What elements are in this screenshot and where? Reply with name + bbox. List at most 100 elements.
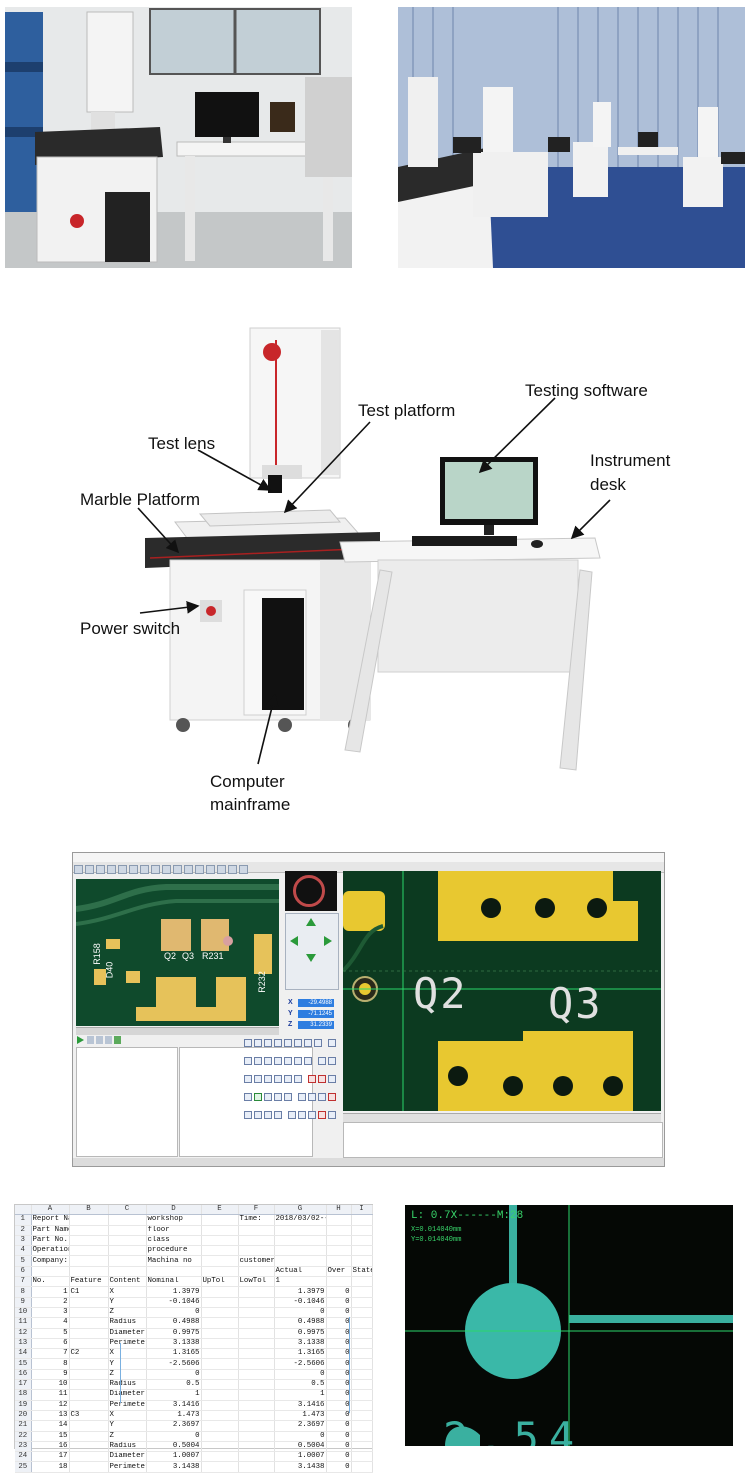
table-cell[interactable]: Machina no: [146, 1255, 202, 1267]
table-cell[interactable]: [201, 1255, 239, 1267]
tool-confirm[interactable]: [254, 1093, 262, 1101]
table-cell[interactable]: [238, 1235, 275, 1247]
table-cell[interactable]: 0: [326, 1431, 352, 1442]
table-cell[interactable]: 0: [326, 1307, 352, 1319]
table-cell[interactable]: [69, 1255, 109, 1267]
table-cell[interactable]: [201, 1235, 239, 1247]
table-cell[interactable]: 17: [31, 1451, 70, 1463]
table-cell[interactable]: [69, 1214, 109, 1226]
play-icon[interactable]: [77, 1036, 84, 1044]
table-cell[interactable]: [69, 1328, 109, 1339]
table-cell[interactable]: Actual: [274, 1266, 327, 1278]
table-cell[interactable]: 0: [274, 1431, 327, 1442]
table-cell[interactable]: [108, 1214, 147, 1226]
table-cell[interactable]: [238, 1307, 275, 1319]
table-cell[interactable]: [351, 1276, 373, 1288]
table-cell[interactable]: [351, 1255, 373, 1267]
toolbar-button[interactable]: [173, 865, 182, 874]
table-cell[interactable]: Company:: [31, 1255, 70, 1267]
table-cell[interactable]: 3.1438: [274, 1461, 327, 1473]
table-cell[interactable]: [69, 1400, 109, 1411]
table-cell[interactable]: 0: [326, 1379, 352, 1391]
table-cell[interactable]: 11: [31, 1389, 70, 1401]
table-cell[interactable]: Nominal: [146, 1276, 202, 1288]
tool-perpendicular[interactable]: [294, 1057, 302, 1065]
arrow-up-icon[interactable]: [306, 918, 316, 926]
column-header[interactable]: E: [201, 1205, 239, 1216]
tool-stop[interactable]: [328, 1093, 337, 1101]
table-cell[interactable]: [69, 1297, 109, 1308]
table-cell[interactable]: 1: [274, 1276, 327, 1288]
toolbar-button[interactable]: [239, 865, 248, 874]
program-detail-panel[interactable]: [179, 1047, 313, 1157]
table-cell[interactable]: [238, 1317, 275, 1329]
tool-focus[interactable]: [284, 1075, 292, 1083]
toolbar-button[interactable]: [162, 865, 171, 874]
arrow-down-icon[interactable]: [306, 954, 316, 962]
table-cell[interactable]: [201, 1317, 239, 1329]
table-cell[interactable]: X: [108, 1410, 147, 1422]
table-cell[interactable]: Y: [108, 1358, 147, 1370]
table-cell[interactable]: C3: [69, 1410, 109, 1422]
table-cell[interactable]: [238, 1441, 275, 1453]
tool-layer[interactable]: [264, 1111, 272, 1119]
table-cell[interactable]: [201, 1338, 239, 1350]
table-cell[interactable]: [108, 1225, 147, 1236]
table-cell[interactable]: 14: [31, 1420, 70, 1432]
toolbar-button[interactable]: [85, 865, 94, 874]
table-cell[interactable]: [201, 1461, 239, 1473]
tool-measure[interactable]: [264, 1075, 272, 1083]
table-cell[interactable]: 1.3165: [146, 1348, 202, 1360]
table-cell[interactable]: 0: [274, 1307, 327, 1319]
table-cell[interactable]: [201, 1389, 239, 1401]
table-cell[interactable]: [201, 1266, 239, 1278]
tool-curve[interactable]: [244, 1057, 252, 1065]
step-button[interactable]: [87, 1036, 94, 1044]
tool-circle[interactable]: [264, 1039, 272, 1047]
tool-align[interactable]: [308, 1093, 317, 1101]
table-cell[interactable]: [69, 1317, 109, 1329]
table-cell[interactable]: [351, 1410, 373, 1422]
table-cell[interactable]: [201, 1358, 239, 1370]
table-cell[interactable]: [69, 1389, 109, 1401]
toolbar-button[interactable]: [129, 865, 138, 874]
table-cell[interactable]: [351, 1225, 373, 1236]
table-cell[interactable]: [274, 1255, 327, 1267]
arrow-right-icon[interactable]: [324, 936, 332, 946]
table-cell[interactable]: Radius: [108, 1317, 147, 1329]
table-cell[interactable]: [201, 1348, 239, 1360]
table-cell[interactable]: [351, 1307, 373, 1319]
toolbar-button[interactable]: [107, 865, 116, 874]
tool-light[interactable]: [294, 1075, 302, 1083]
table-cell[interactable]: Diameter: [108, 1451, 147, 1463]
toolbar-button[interactable]: [151, 865, 160, 874]
tool-record[interactable]: [318, 1111, 327, 1119]
table-cell[interactable]: 0.4988: [146, 1317, 202, 1329]
tool-origin[interactable]: [298, 1093, 307, 1101]
table-cell[interactable]: 0: [326, 1328, 352, 1339]
table-cell[interactable]: [238, 1297, 275, 1308]
table-cell[interactable]: [238, 1338, 275, 1350]
table-cell[interactable]: Part Name:: [31, 1225, 70, 1236]
table-cell[interactable]: 0: [326, 1348, 352, 1360]
tool-copy[interactable]: [328, 1075, 337, 1083]
table-cell[interactable]: [108, 1245, 147, 1257]
tool-arc[interactable]: [274, 1039, 282, 1047]
table-cell[interactable]: Diameter: [108, 1328, 147, 1339]
table-cell[interactable]: 1.0007: [146, 1451, 202, 1463]
table-cell[interactable]: [274, 1235, 327, 1247]
table-cell[interactable]: X: [108, 1348, 147, 1360]
table-cell[interactable]: Z: [108, 1307, 147, 1319]
table-cell[interactable]: 8: [31, 1358, 70, 1370]
table-cell[interactable]: [351, 1214, 373, 1226]
table-cell[interactable]: [351, 1379, 373, 1391]
table-cell[interactable]: class: [146, 1235, 202, 1247]
tool-move[interactable]: [244, 1093, 252, 1101]
table-cell[interactable]: [238, 1389, 275, 1401]
table-cell[interactable]: [146, 1266, 202, 1278]
tool-snap[interactable]: [254, 1111, 262, 1119]
table-cell[interactable]: 3.1338: [146, 1338, 202, 1350]
table-cell[interactable]: [69, 1431, 109, 1442]
table-cell[interactable]: 0: [326, 1338, 352, 1350]
table-cell[interactable]: [351, 1297, 373, 1308]
